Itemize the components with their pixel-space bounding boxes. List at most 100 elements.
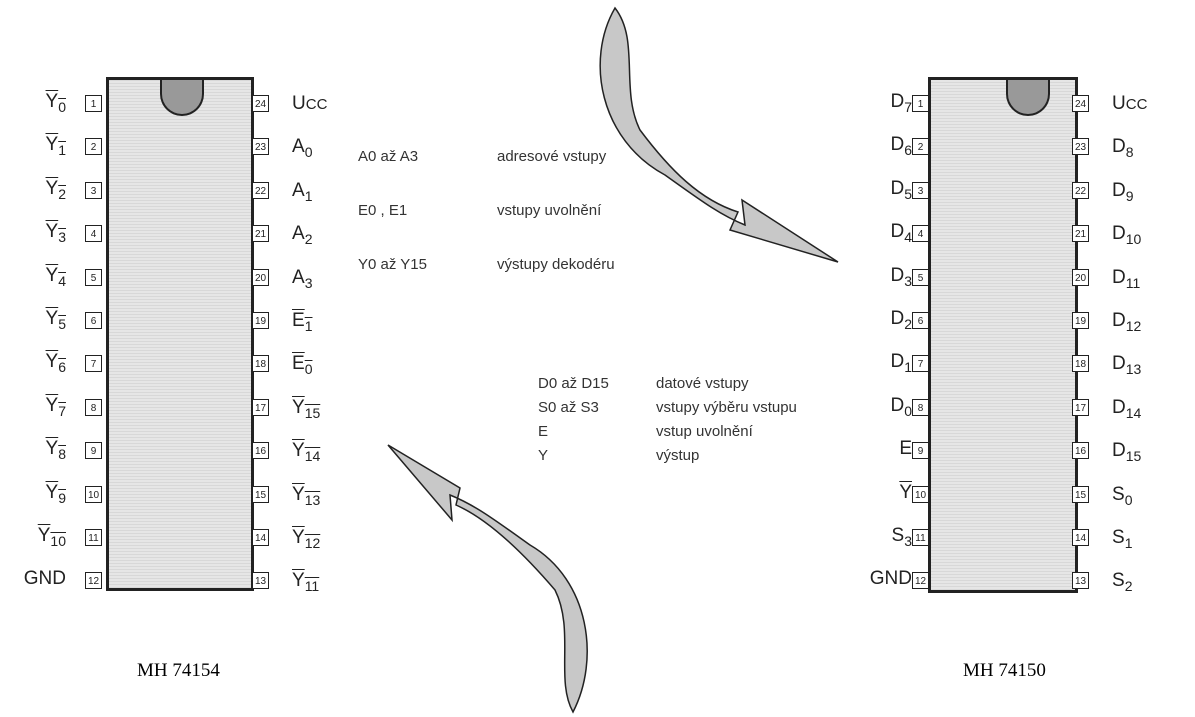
left-pin-number: 1 xyxy=(85,95,102,112)
right-pin-number: 17 xyxy=(252,398,269,416)
right-pin-label: D15 xyxy=(1112,440,1142,464)
left-pin-number: 3 xyxy=(912,181,929,199)
curved-arrow-bottom-icon xyxy=(387,444,588,714)
right-pin-number: 13 xyxy=(252,572,269,590)
right-pin-number: 14 xyxy=(252,529,269,546)
right-pin-number: 18 xyxy=(1072,355,1089,373)
right-pin-number: 20 xyxy=(1072,268,1089,286)
legend-description: výstupy dekodéru xyxy=(497,256,615,273)
legend-term: S0 až S3 xyxy=(538,399,599,416)
right-pin-number: 19 xyxy=(252,312,269,329)
left-pin-number: 6 xyxy=(85,312,102,329)
left-pin-number: 5 xyxy=(85,268,102,286)
right-pin-number: 20 xyxy=(252,268,269,286)
left-pin-number: 8 xyxy=(85,398,102,416)
left-pin-number: 4 xyxy=(912,225,929,243)
left-pin-number: 2 xyxy=(912,138,929,156)
right-pin-number: 22 xyxy=(252,181,269,199)
left-pin-number: 1 xyxy=(912,95,929,112)
right-pin-number: 13 xyxy=(1072,572,1089,590)
right-pin-number: 24 xyxy=(1072,95,1089,112)
left-pin-label: Y6 xyxy=(45,351,66,376)
left-pin-label: Y5 xyxy=(45,308,66,332)
left-pin-label: D4 xyxy=(890,221,912,245)
left-pin-label: D2 xyxy=(890,308,912,332)
legend-term: E xyxy=(538,423,549,440)
left-pin-number: 10 xyxy=(912,485,929,503)
chip-74150-notch xyxy=(1006,80,1050,116)
chip-74154-caption: MH 74154 xyxy=(137,660,220,681)
right-pin-number: 16 xyxy=(1072,442,1089,460)
right-pin-number: 15 xyxy=(252,485,269,503)
right-pin-label: Y11 xyxy=(292,570,320,595)
curved-arrow-top-icon xyxy=(599,6,839,263)
left-pin-label: E xyxy=(899,438,912,460)
left-pin-label: D7 xyxy=(890,91,912,115)
legend-description: vstupy výběru vstupu xyxy=(656,399,797,416)
left-pin-label: Y0 xyxy=(45,91,66,115)
right-pin-label: UCC xyxy=(292,93,328,114)
legend-description: datové vstupy xyxy=(656,375,749,392)
right-pin-label: Y14 xyxy=(292,440,321,464)
left-pin-number: 7 xyxy=(912,355,929,373)
left-pin-label: Y7 xyxy=(45,394,66,419)
right-pin-label: E1 xyxy=(292,310,313,334)
left-pin-label: D1 xyxy=(890,351,912,376)
right-pin-number: 15 xyxy=(1072,485,1089,503)
right-pin-number: 22 xyxy=(1072,181,1089,199)
right-pin-number: 14 xyxy=(1072,529,1089,546)
right-pin-label: S1 xyxy=(1112,527,1133,551)
left-pin-label: Y xyxy=(899,481,912,503)
right-pin-number: 19 xyxy=(1072,312,1089,329)
right-pin-label: S2 xyxy=(1112,570,1133,595)
chip-74150-body xyxy=(928,77,1078,593)
legend-term: Y xyxy=(538,447,549,464)
right-pin-label: D10 xyxy=(1112,223,1142,247)
right-pin-label: S0 xyxy=(1112,483,1133,508)
legend-term: D0 až D15 xyxy=(538,375,609,392)
chip-74154-body xyxy=(106,77,254,591)
right-pin-label: E0 xyxy=(292,353,313,378)
left-pin-number: 3 xyxy=(85,181,102,199)
right-pin-label: UCC xyxy=(1112,93,1148,114)
legend-description: vstupy uvolnění xyxy=(497,202,602,219)
legend-description: vstup uvolnění xyxy=(656,423,753,440)
legend-description: výstup xyxy=(656,447,700,464)
left-pin-number: 10 xyxy=(85,485,102,503)
right-pin-number: 23 xyxy=(1072,138,1089,156)
right-pin-number: 16 xyxy=(252,442,269,460)
left-pin-number: 12 xyxy=(85,572,102,590)
right-pin-label: Y15 xyxy=(292,396,321,421)
right-pin-number: 17 xyxy=(1072,398,1089,416)
right-pin-label: Y13 xyxy=(292,483,321,508)
right-pin-number: 21 xyxy=(252,225,269,243)
left-pin-number: 4 xyxy=(85,225,102,243)
left-pin-label: D0 xyxy=(890,394,912,419)
left-pin-label: Y3 xyxy=(45,221,66,245)
left-pin-label: D3 xyxy=(890,264,912,289)
right-pin-label: A2 xyxy=(292,223,313,247)
left-pin-label: GND xyxy=(23,568,66,590)
left-pin-label: D6 xyxy=(890,134,912,159)
left-pin-number: 2 xyxy=(85,138,102,156)
right-pin-label: A3 xyxy=(292,266,313,291)
right-pin-number: 23 xyxy=(252,138,269,156)
right-pin-label: D14 xyxy=(1112,396,1142,421)
right-pin-number: 18 xyxy=(252,355,269,373)
left-pin-number: 8 xyxy=(912,398,929,416)
right-pin-label: Y12 xyxy=(292,527,321,551)
legend-term: E0 , E1 xyxy=(358,202,408,219)
left-pin-label: Y2 xyxy=(45,177,66,202)
left-pin-label: S3 xyxy=(891,525,912,549)
left-pin-number: 9 xyxy=(912,442,929,460)
chip-74150-caption: MH 74150 xyxy=(963,660,1046,681)
right-pin-label: A0 xyxy=(292,136,313,161)
legend-term: A0 až A3 xyxy=(358,148,419,165)
left-pin-number: 11 xyxy=(85,529,102,546)
left-pin-label: D5 xyxy=(890,177,912,202)
left-pin-number: 11 xyxy=(912,529,929,546)
right-pin-label: D11 xyxy=(1112,266,1141,291)
left-pin-number: 9 xyxy=(85,442,102,460)
